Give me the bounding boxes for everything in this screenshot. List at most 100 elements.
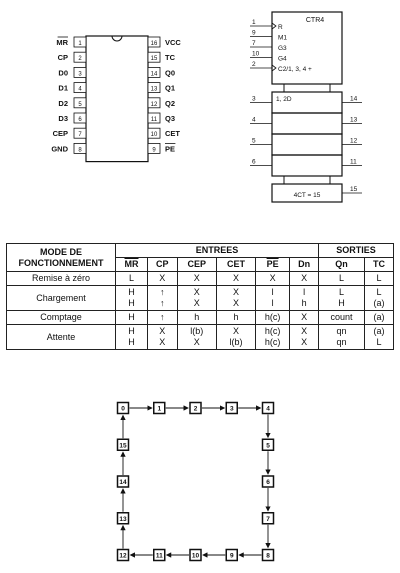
pin-label: D1 bbox=[58, 84, 68, 93]
state-label: 3 bbox=[230, 406, 234, 413]
pin-number: 2 bbox=[78, 56, 82, 62]
table-cell: L(a) bbox=[363, 285, 395, 311]
data-input-number: 5 bbox=[252, 138, 256, 145]
symbol-title: CTR4 bbox=[306, 17, 324, 24]
pin-number: 16 bbox=[151, 41, 158, 47]
pin-box bbox=[73, 36, 87, 48]
pin-label: CEP bbox=[53, 129, 68, 138]
state-box bbox=[225, 548, 238, 562]
column-header: Qn bbox=[317, 257, 365, 272]
pin-box bbox=[73, 97, 87, 109]
table-cell: (a)L bbox=[363, 324, 395, 350]
pin-number: 3 bbox=[78, 71, 82, 77]
pin-number: 10 bbox=[151, 132, 158, 138]
table-cell: l(b)X bbox=[176, 324, 218, 350]
data-input-number: 3 bbox=[252, 96, 256, 103]
pin-box bbox=[73, 67, 87, 78]
pin-box bbox=[73, 142, 87, 154]
table-cell: L bbox=[363, 271, 395, 286]
input-label: R bbox=[278, 24, 283, 31]
table-cell: count bbox=[317, 310, 365, 325]
data-output-number: 12 bbox=[350, 138, 358, 145]
state-box bbox=[116, 475, 130, 488]
mode-label: Chargement bbox=[6, 285, 116, 311]
state-label: 5 bbox=[266, 442, 270, 449]
table-cell: X bbox=[176, 271, 218, 286]
edge-marker bbox=[271, 22, 277, 30]
pin-number: 11 bbox=[151, 117, 158, 123]
column-header: CET bbox=[216, 257, 256, 272]
table-cell: ↑ bbox=[147, 310, 178, 325]
pin-number: 9 bbox=[152, 147, 156, 153]
pin-box bbox=[73, 127, 87, 139]
pin-box bbox=[147, 112, 161, 124]
input-number: 7 bbox=[252, 40, 256, 47]
pin-label: D0 bbox=[58, 68, 68, 77]
data-output-number: 11 bbox=[350, 159, 357, 166]
table-cell: X bbox=[147, 271, 178, 286]
pin-label: PE bbox=[165, 144, 175, 153]
state-box bbox=[189, 548, 202, 562]
state-label: 13 bbox=[119, 516, 127, 523]
table-cell: ↑↑ bbox=[147, 285, 178, 311]
outputs-header: SORTIES bbox=[317, 243, 395, 258]
state-box bbox=[261, 401, 275, 415]
pin-label: Q1 bbox=[165, 84, 175, 93]
data-input-number: 6 bbox=[252, 159, 256, 166]
input-label: G3 bbox=[278, 45, 287, 52]
state-box bbox=[189, 401, 202, 415]
data-cell bbox=[271, 154, 343, 177]
pin-box bbox=[147, 67, 161, 78]
state-label: 7 bbox=[266, 516, 270, 523]
pin-box bbox=[147, 127, 161, 139]
pin-label: CET bbox=[165, 129, 180, 138]
state-box bbox=[261, 512, 275, 525]
data-cell bbox=[271, 112, 343, 135]
ic-notch bbox=[111, 35, 123, 42]
data-output-number: 14 bbox=[350, 96, 358, 103]
input-label: G4 bbox=[278, 56, 287, 63]
table-cell: h(c)h(c) bbox=[254, 324, 291, 350]
input-number: 9 bbox=[252, 30, 256, 37]
input-label: M1 bbox=[278, 35, 287, 42]
pin-label: D3 bbox=[58, 114, 68, 123]
pin-label: CP bbox=[58, 53, 68, 62]
state-label: 2 bbox=[194, 406, 198, 413]
pin-label: D2 bbox=[58, 99, 68, 108]
table-cell: L bbox=[317, 271, 365, 286]
column-header: MR bbox=[115, 257, 148, 272]
state-box bbox=[153, 548, 166, 562]
data-cell bbox=[271, 133, 343, 156]
ic-body bbox=[85, 35, 149, 163]
column-header: TC bbox=[363, 257, 395, 272]
inputs-header: ENTREES bbox=[115, 243, 319, 258]
pin-box bbox=[147, 142, 161, 154]
state-label: 14 bbox=[119, 479, 127, 486]
table-cell: X bbox=[289, 310, 319, 325]
data-output-number: 13 bbox=[350, 117, 358, 124]
column-header: CP bbox=[147, 257, 178, 272]
pin-box bbox=[73, 51, 87, 63]
table-cell: X bbox=[216, 271, 256, 286]
pin-box bbox=[73, 82, 87, 93]
state-box bbox=[261, 438, 275, 451]
state-label: 0 bbox=[121, 406, 125, 413]
pin-number: 6 bbox=[78, 117, 82, 123]
table-cell: (a) bbox=[363, 310, 395, 325]
mode-header: MODE DE FONCTIONNEMENT bbox=[6, 243, 116, 272]
pin-box bbox=[147, 97, 161, 109]
function-table: MODE DE FONCTIONNEMENT ENTREES SORTIES M… bbox=[6, 243, 395, 350]
state-label: 15 bbox=[119, 442, 127, 449]
state-box bbox=[153, 401, 166, 415]
pin-label: VCC bbox=[165, 38, 181, 47]
state-label: 11 bbox=[156, 553, 163, 560]
